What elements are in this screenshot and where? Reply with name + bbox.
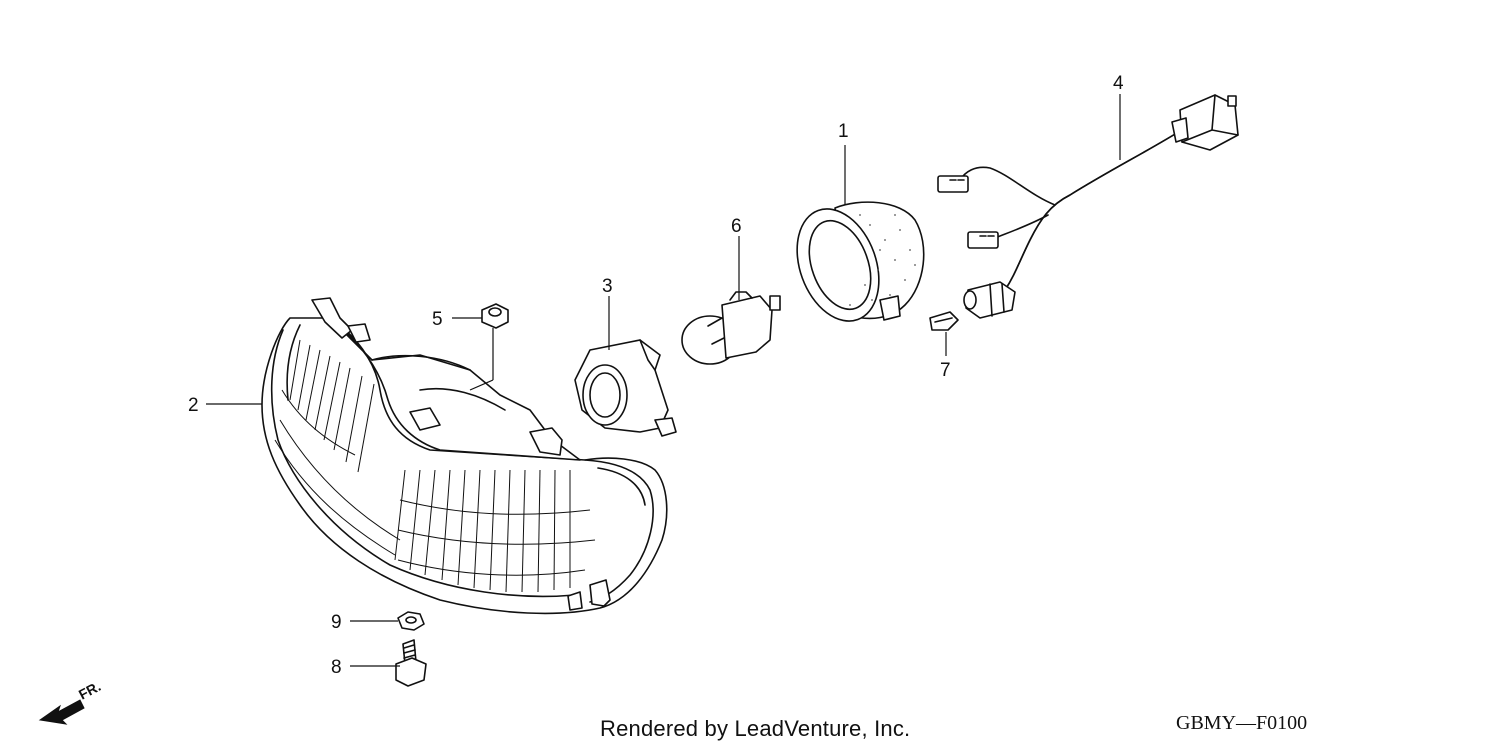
callout-6: 6 — [731, 216, 742, 237]
clip — [929, 311, 959, 331]
callout-labels: 1 2 3 4 5 6 7 8 9 — [188, 73, 1124, 678]
callout-4: 4 — [1113, 73, 1124, 94]
front-direction-marker: FR. — [38, 678, 103, 725]
bolt — [395, 639, 427, 687]
nut — [481, 303, 509, 329]
bulb-socket — [574, 339, 677, 437]
washer — [397, 611, 425, 631]
callout-5: 5 — [432, 309, 443, 330]
wire-harness — [937, 94, 1239, 319]
bulb — [681, 291, 781, 365]
front-arrow-icon — [38, 699, 85, 725]
leader-lines — [206, 94, 1121, 667]
render-credit: Rendered by LeadVenture, Inc. — [600, 716, 911, 741]
headlight-unit — [261, 297, 668, 615]
callout-1: 1 — [838, 121, 849, 142]
dust-cover — [796, 201, 925, 322]
front-label: FR. — [76, 678, 103, 703]
callout-8: 8 — [331, 657, 342, 678]
diagram-code: GBMY—F0100 — [1176, 712, 1308, 734]
callout-2: 2 — [188, 395, 199, 416]
callout-9: 9 — [331, 612, 342, 633]
callout-3: 3 — [602, 276, 613, 297]
callout-7: 7 — [940, 360, 951, 381]
